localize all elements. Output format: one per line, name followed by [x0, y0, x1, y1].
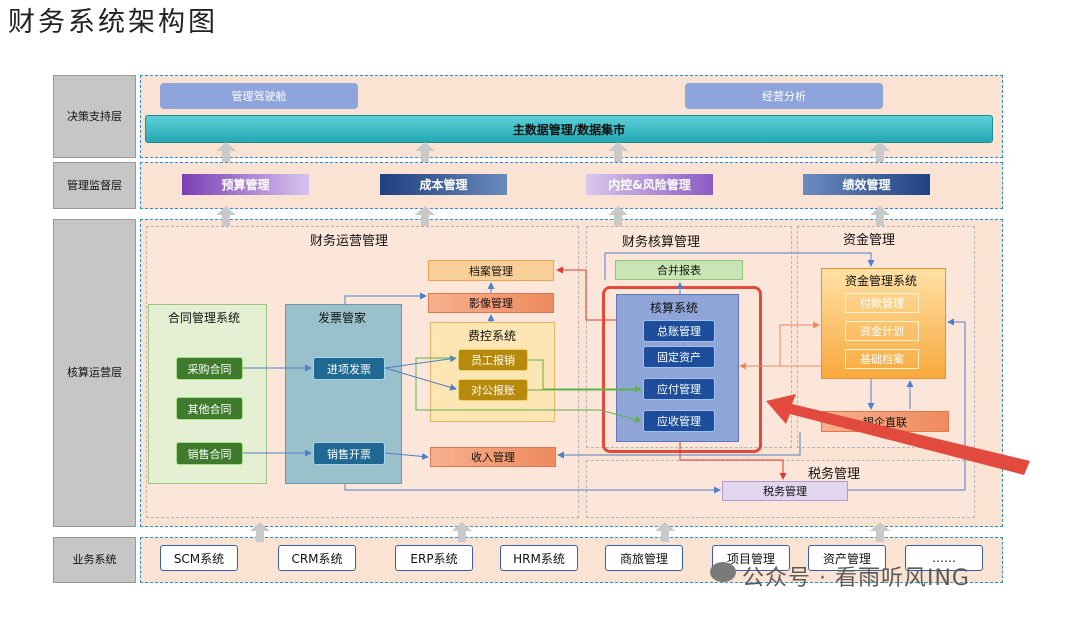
master-data-bar: 主数据管理/数据集市 [145, 115, 993, 143]
connector-line [344, 484, 721, 494]
business-system-more: …… [905, 545, 983, 571]
business-system-crm: CRM系统 [278, 545, 356, 571]
analysis-box: 经营分析 [685, 83, 883, 109]
fund-item-plan: 资金计划 [845, 321, 919, 341]
connector-line [415, 357, 642, 423]
risk-box: 内控&风险管理 [586, 174, 713, 195]
acct-item-fixed-assets: 固定资产 [643, 346, 715, 368]
acct-item-ledger: 总账管理 [643, 320, 715, 342]
consolidated-box: 合并报表 [615, 260, 743, 280]
fund-item-base: 基础档案 [845, 349, 919, 369]
fee-panel [430, 322, 555, 422]
up-arrow-icon [216, 206, 236, 226]
up-arrow-icon [415, 142, 435, 162]
tax-label: 税务管理 [808, 467, 861, 482]
connector-line [679, 442, 787, 480]
connector-line [384, 355, 457, 369]
fund-system-title: 资金管理系统 [845, 274, 918, 288]
invoice-title: 发票管家 [318, 311, 367, 325]
layer-label-supervision: 管理监督层 [53, 162, 136, 209]
big-arrow-icon [766, 394, 1030, 475]
fund-label: 资金管理 [843, 233, 896, 248]
connector-line [384, 452, 429, 460]
up-arrow-icon [608, 142, 628, 162]
acct-item-payables: 应付管理 [643, 378, 715, 400]
watermark-text: 公众号 · 看雨听风ING [742, 566, 970, 591]
up-arrow-icon [250, 522, 270, 542]
tax-box: 税务管理 [722, 481, 848, 501]
fee-corporate: 对公报账 [458, 379, 528, 401]
business-system-asset: 资产管理 [808, 545, 886, 571]
business-system-hrm: HRM系统 [500, 545, 578, 571]
connector-line [556, 266, 587, 320]
up-arrow-icon [415, 206, 435, 226]
business-system-erp: ERP系统 [395, 545, 473, 571]
connector-line [527, 359, 642, 393]
performance-box: 绩效管理 [803, 174, 930, 195]
connector-line [384, 367, 457, 391]
contract-title: 合同管理系统 [168, 311, 241, 325]
cockpit-box: 管理驾驶舱 [160, 83, 358, 109]
contract-item-sales: 销售合同 [176, 442, 243, 465]
up-arrow-icon [216, 142, 236, 162]
up-arrow-icon [870, 142, 890, 162]
fee-employee: 员工报销 [458, 349, 528, 371]
connector-line [848, 318, 966, 491]
up-arrow-icon [870, 206, 890, 226]
up-arrow-icon [452, 522, 472, 542]
wechat-icon [710, 562, 736, 582]
up-arrow-icon [870, 522, 890, 542]
layer-label-decision: 决策支持层 [53, 75, 136, 158]
connector-line [760, 321, 820, 367]
up-arrow-icon [608, 206, 628, 226]
fee-title: 费控系统 [468, 329, 517, 343]
budget-box: 预算管理 [182, 174, 309, 195]
accounting-label: 财务核算管理 [622, 235, 701, 250]
fund-panel [821, 268, 946, 379]
income-box: 收入管理 [430, 447, 556, 467]
contract-item-other: 其他合同 [176, 397, 243, 420]
image-box: 影像管理 [428, 293, 554, 313]
finance-ops-label: 财务运营管理 [310, 234, 389, 249]
fund-item-payment: 付款管理 [845, 293, 919, 313]
cost-box: 成本管理 [380, 174, 507, 195]
accounting-system-title: 核算系统 [650, 301, 699, 315]
business-system-scm: SCM系统 [160, 545, 238, 571]
business-system-travel: 商旅管理 [605, 545, 683, 571]
invoice-in: 进项发票 [313, 357, 385, 380]
contract-item-purchase: 采购合同 [176, 357, 243, 380]
connector-line [557, 432, 801, 459]
connector-line [604, 252, 875, 280]
invoice-out: 销售开票 [313, 442, 385, 465]
connector-line [344, 292, 427, 304]
acct-item-receivables: 应收管理 [643, 410, 715, 432]
page-title: 财务系统架构图 [8, 7, 218, 38]
layer-label-business: 业务系统 [53, 537, 136, 583]
up-arrow-icon [655, 522, 675, 542]
layer-label-accounting: 核算运营层 [53, 219, 136, 527]
archive-box: 档案管理 [428, 260, 554, 281]
